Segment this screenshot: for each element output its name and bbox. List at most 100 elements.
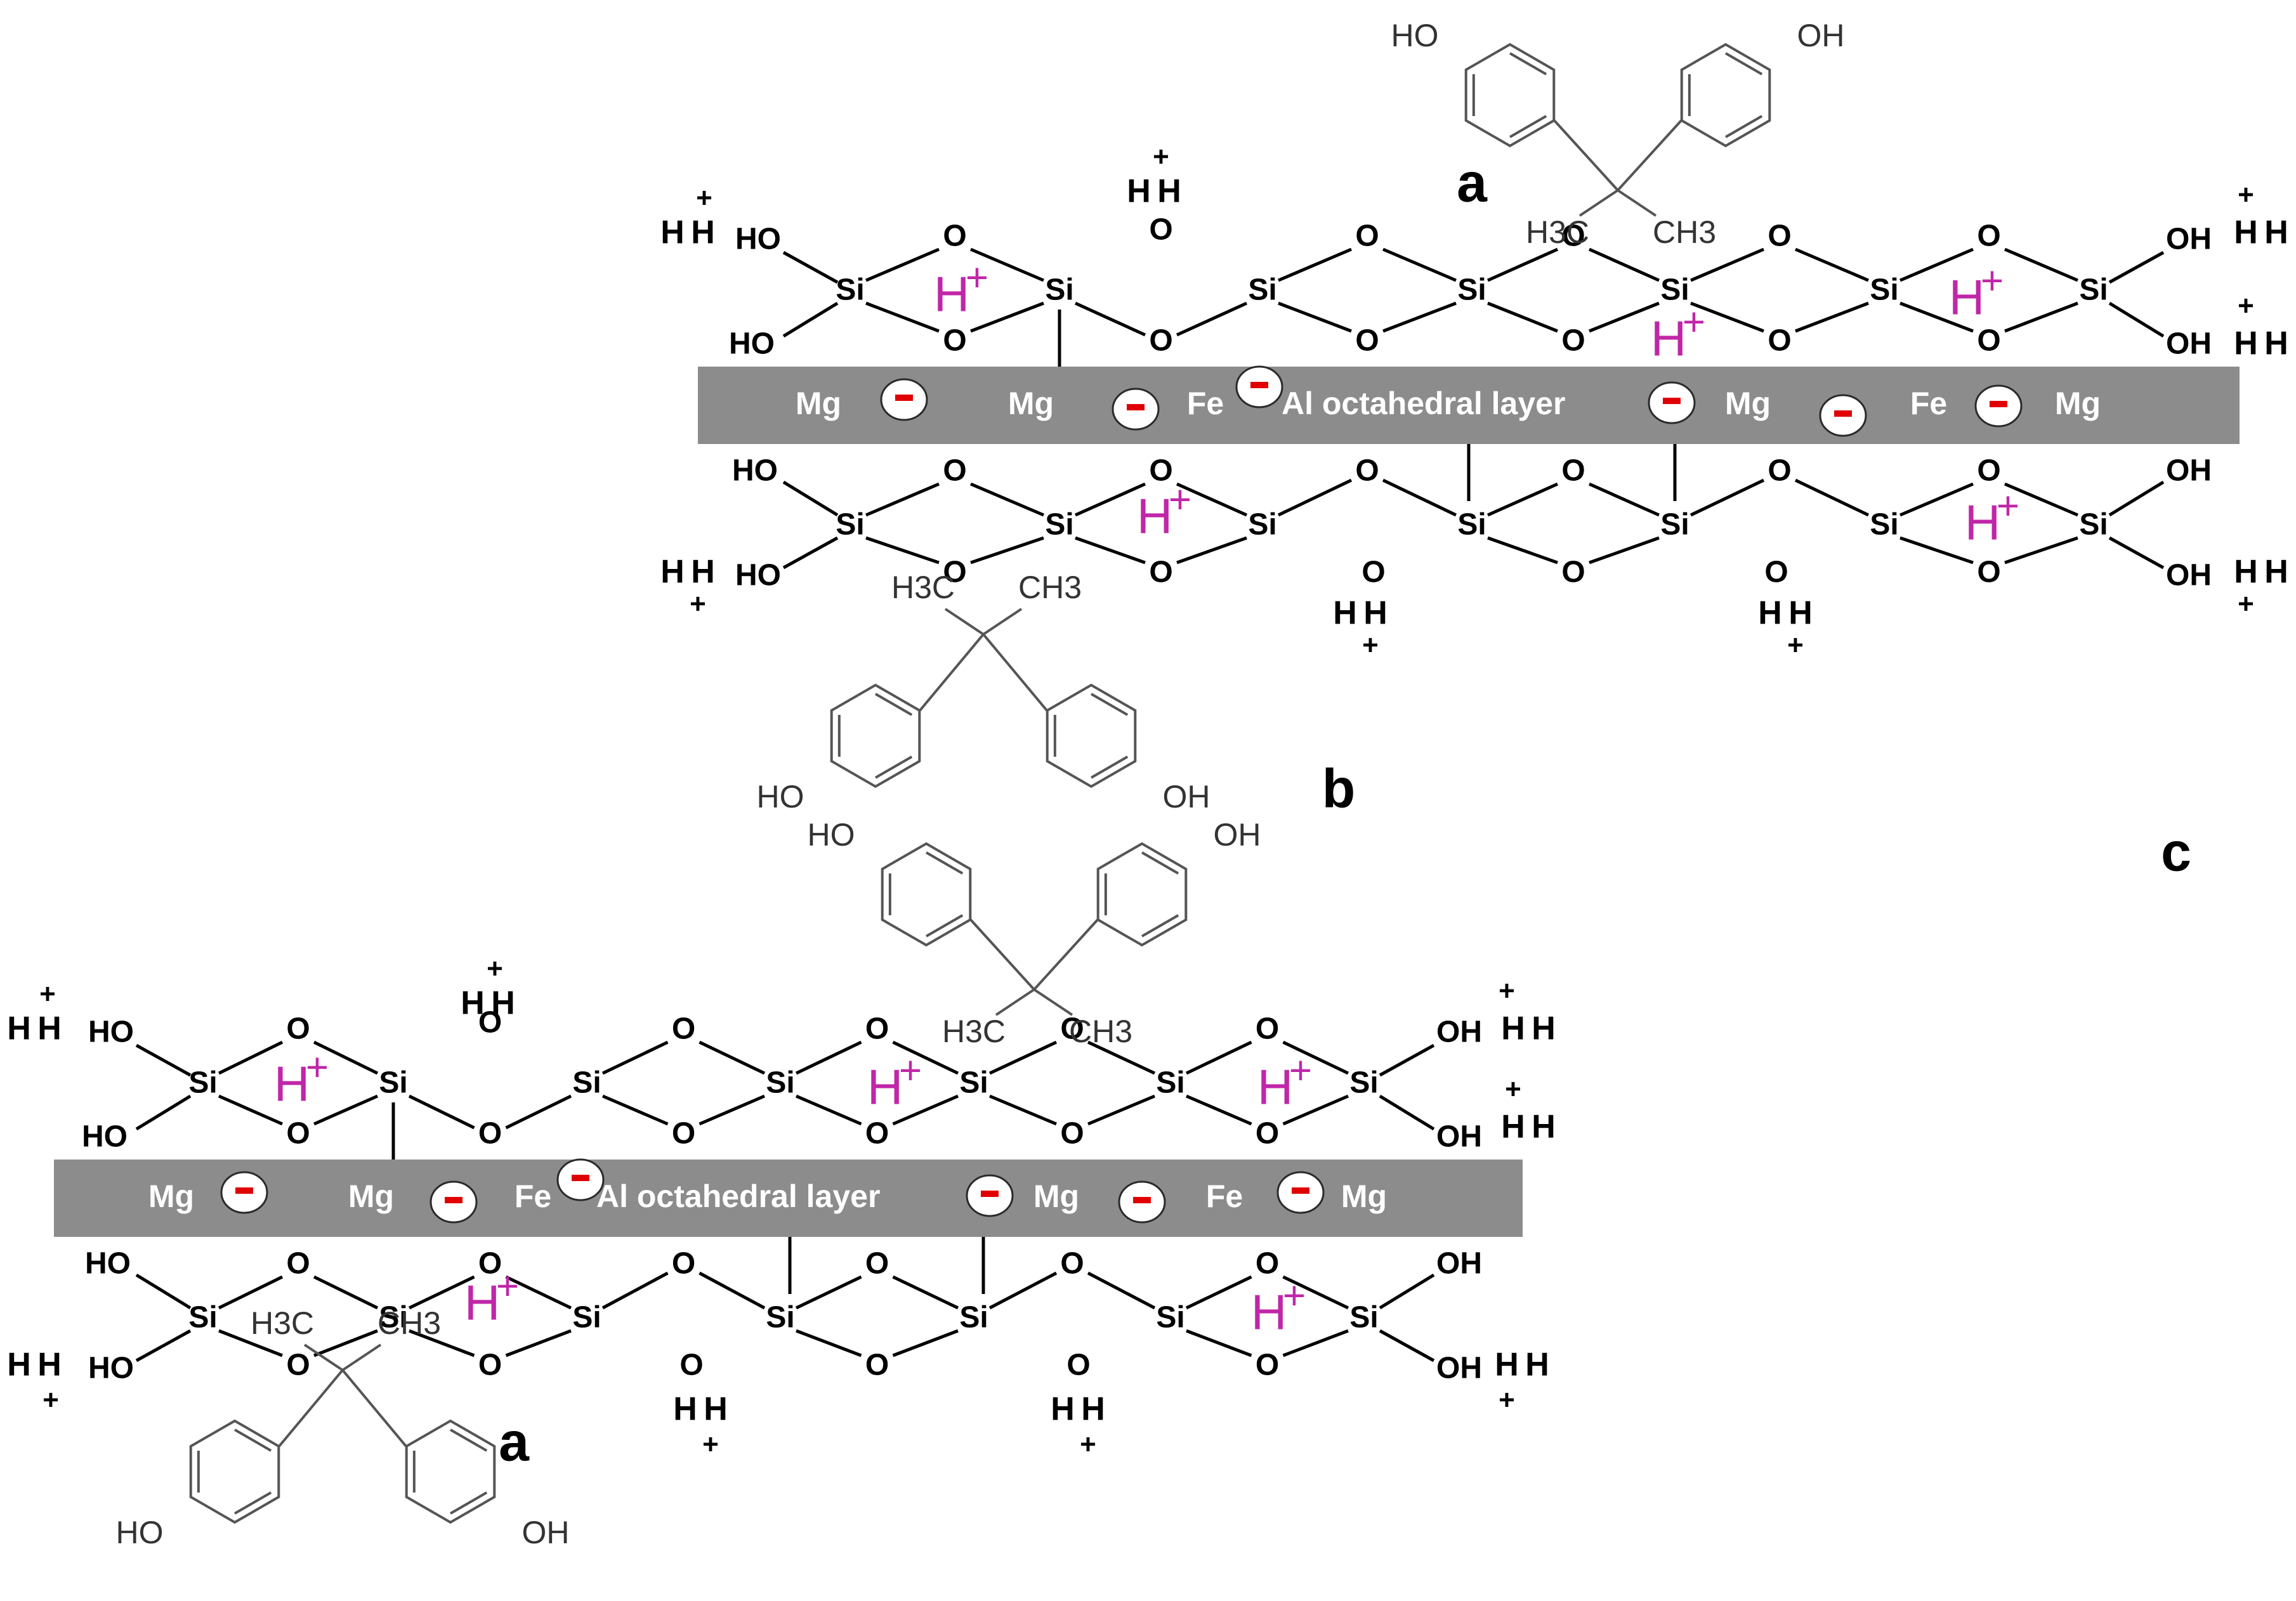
bond-line (1486, 482, 1559, 517)
oxygen-atom: O (1561, 454, 1585, 488)
silicon-atom: Si (2079, 508, 2108, 542)
plus-sign: + (1499, 976, 1515, 1007)
proton-label: H (464, 1275, 500, 1331)
oxygen-atom: O (1149, 213, 1172, 247)
hydrogen-label: H (1127, 173, 1151, 210)
double-bond (1509, 115, 1547, 138)
octahedral-cation-label: Fe (515, 1179, 551, 1214)
phenol-hydroxyl-label: OH (522, 1515, 570, 1550)
bond-line (865, 247, 940, 282)
silicon-atom: Si (1248, 508, 1276, 542)
bond-line (988, 1040, 1058, 1075)
bond (944, 608, 985, 636)
oxygen-atom: O (1768, 324, 1791, 358)
bond (982, 608, 1023, 636)
double-bond (1724, 115, 1763, 138)
bond-line (602, 1094, 669, 1126)
bond-line (313, 1275, 379, 1310)
minus-sign-icon (235, 1187, 253, 1194)
oxygen-atom: O (1256, 1117, 1279, 1151)
bond-line (1795, 301, 1869, 333)
silicon-atom: Si (1349, 1066, 1378, 1100)
oxygen-atom: O (672, 1247, 695, 1281)
hydroxyl-label: OH (2166, 454, 2212, 488)
hydroxyl-label: OH (2166, 559, 2212, 592)
phenol-hydroxyl-label: OH (1797, 18, 1845, 53)
hydroxyl-label: HO (82, 1120, 128, 1154)
octahedral-cation-label: Fe (1187, 386, 1224, 421)
oxygen-atom: O (1977, 454, 2000, 488)
silicon-atom: Si (959, 1066, 988, 1100)
oxygen-atom: O (1149, 454, 1172, 488)
bond-line (1899, 301, 1974, 333)
octahedral-cation-label: Al octahedral layer (596, 1179, 880, 1214)
double-bond (1090, 755, 1129, 779)
oxygen-atom: O (478, 1006, 502, 1040)
bond-line (1588, 247, 1660, 282)
minus-sign-icon (1834, 410, 1852, 417)
phenol-hydroxyl-label: HO (116, 1515, 164, 1550)
double-bond (874, 693, 913, 716)
octahedral-cation-label: Fe (1910, 386, 1947, 421)
bond-line (601, 1271, 669, 1310)
hydrogen-label: H (673, 1391, 697, 1428)
proton-charge: + (899, 1049, 922, 1092)
bond-line (218, 1094, 284, 1126)
minus-sign-icon (1127, 404, 1145, 410)
hydroxyl-label: OH (2166, 223, 2212, 256)
oxygen-atom: O (865, 1012, 889, 1046)
silicon-atom: Si (1457, 273, 1486, 307)
bond-line (505, 1094, 572, 1130)
double-bond (233, 1428, 272, 1452)
bond-line (408, 1275, 475, 1310)
silicon-atom: Si (959, 1301, 988, 1335)
oxygen-atom: O (1355, 324, 1379, 358)
bond-line (970, 536, 1044, 565)
double-bond (1509, 52, 1547, 75)
oxygen-atom: O (1060, 1012, 1084, 1046)
hydrogen-label: H (2264, 214, 2288, 251)
bond-line (988, 1271, 1058, 1310)
proton-label: H (1257, 1059, 1293, 1115)
oxygen-atom: O (286, 1247, 310, 1281)
bond-line (218, 1329, 283, 1357)
bond-line (782, 480, 839, 517)
bond-line (1382, 478, 1457, 517)
methyl-label: H3C (891, 570, 955, 605)
hydrogen-label: H (37, 1010, 62, 1047)
bond-line (892, 1094, 959, 1126)
hydrogen-label: H (704, 1391, 728, 1428)
bond-line (796, 1329, 862, 1357)
hydrogen-label: H (2234, 554, 2258, 591)
oxygen-atom: O (1256, 1247, 1279, 1281)
methyl-label: H3C (251, 1305, 314, 1341)
plus-sign: + (2238, 291, 2254, 322)
silicon-atom: Si (379, 1066, 407, 1100)
bond-line (1899, 536, 1974, 565)
hydroxyl-label: OH (1436, 1247, 1482, 1281)
proton-label: H (274, 1056, 310, 1112)
phenol-hydroxyl-label: OH (1163, 779, 1210, 814)
minus-sign-icon (895, 395, 913, 401)
bond-line (782, 536, 839, 570)
bond-line (1176, 536, 1247, 565)
bond-line (2108, 480, 2165, 517)
double-bond (233, 1491, 272, 1515)
minus-sign-icon (445, 1197, 462, 1203)
bond-line (1690, 301, 1764, 333)
plus-sign: + (43, 1385, 59, 1416)
hydroxyl-label: OH (2166, 327, 2212, 361)
hydrogen-label: H (1495, 1347, 1519, 1383)
oxygen-atom: O (1149, 556, 1172, 589)
hydrogen-label: H (37, 1347, 62, 1383)
proton-label: H (1965, 495, 2000, 551)
panel-label: b (1322, 759, 1356, 820)
double-bond (449, 1428, 488, 1452)
silicon-atom: Si (188, 1301, 217, 1335)
bond-line (409, 1329, 475, 1357)
plus-sign: + (487, 953, 503, 984)
proton-label: H (1651, 311, 1686, 367)
bond-line (1074, 301, 1146, 337)
plus-sign: + (702, 1429, 719, 1460)
